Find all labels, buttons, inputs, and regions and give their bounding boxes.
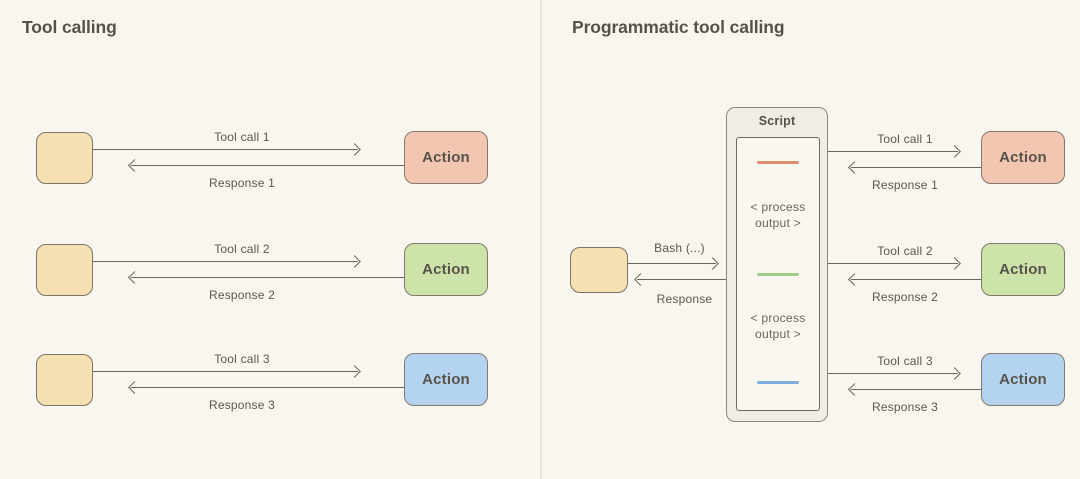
script-tool-call-2-dash — [757, 273, 799, 276]
script-tool-call-3-dash — [757, 381, 799, 384]
tool-call-arrow — [828, 373, 958, 374]
response-arrow — [131, 387, 404, 388]
action-box: Action — [404, 131, 488, 184]
response-label: Response 3 — [871, 400, 939, 414]
tool-call-arrow — [828, 151, 958, 152]
response-label: Response 1 — [871, 178, 939, 192]
action-box: Action — [404, 243, 488, 296]
tool-call-label: Tool call 2 — [214, 242, 270, 256]
response-arrow — [851, 167, 981, 168]
script-response-arrow — [637, 279, 727, 280]
tool-call-arrow — [93, 261, 358, 262]
tool-call-label: Tool call 2 — [877, 244, 933, 258]
script-response-label: Response — [656, 292, 713, 306]
tool-call-arrow — [93, 149, 358, 150]
agent-box — [36, 354, 93, 406]
script-title: Script — [758, 114, 796, 128]
script-tool-call-1-dash — [757, 161, 799, 164]
response-label: Response 2 — [208, 288, 276, 302]
agent-box — [570, 247, 628, 293]
tool-call-label: Tool call 1 — [214, 130, 270, 144]
tool-call-label: Tool call 3 — [214, 352, 270, 366]
bash-arrow-label: Bash (...) — [654, 241, 705, 255]
tool-call-arrow — [828, 263, 958, 264]
response-label: Response 1 — [208, 176, 276, 190]
agent-box — [36, 132, 93, 184]
tool-call-arrow — [93, 371, 358, 372]
agent-box — [36, 244, 93, 296]
response-label: Response 2 — [871, 290, 939, 304]
response-label: Response 3 — [208, 398, 276, 412]
response-arrow — [131, 165, 404, 166]
bash-arrow — [628, 263, 716, 264]
response-arrow — [851, 389, 981, 390]
action-box: Action — [981, 131, 1065, 184]
tool-call-label: Tool call 1 — [877, 132, 933, 146]
right-panel-title: Programmatic tool calling — [572, 17, 785, 37]
panel-divider — [540, 0, 542, 479]
response-arrow — [851, 279, 981, 280]
left-panel-title: Tool calling — [22, 17, 117, 37]
process-output-label: < process output > — [750, 200, 806, 230]
response-arrow — [131, 277, 404, 278]
process-output-label: < process output > — [750, 311, 806, 341]
action-box: Action — [981, 243, 1065, 296]
tool-call-label: Tool call 3 — [877, 354, 933, 368]
action-box: Action — [404, 353, 488, 406]
action-box: Action — [981, 353, 1065, 406]
